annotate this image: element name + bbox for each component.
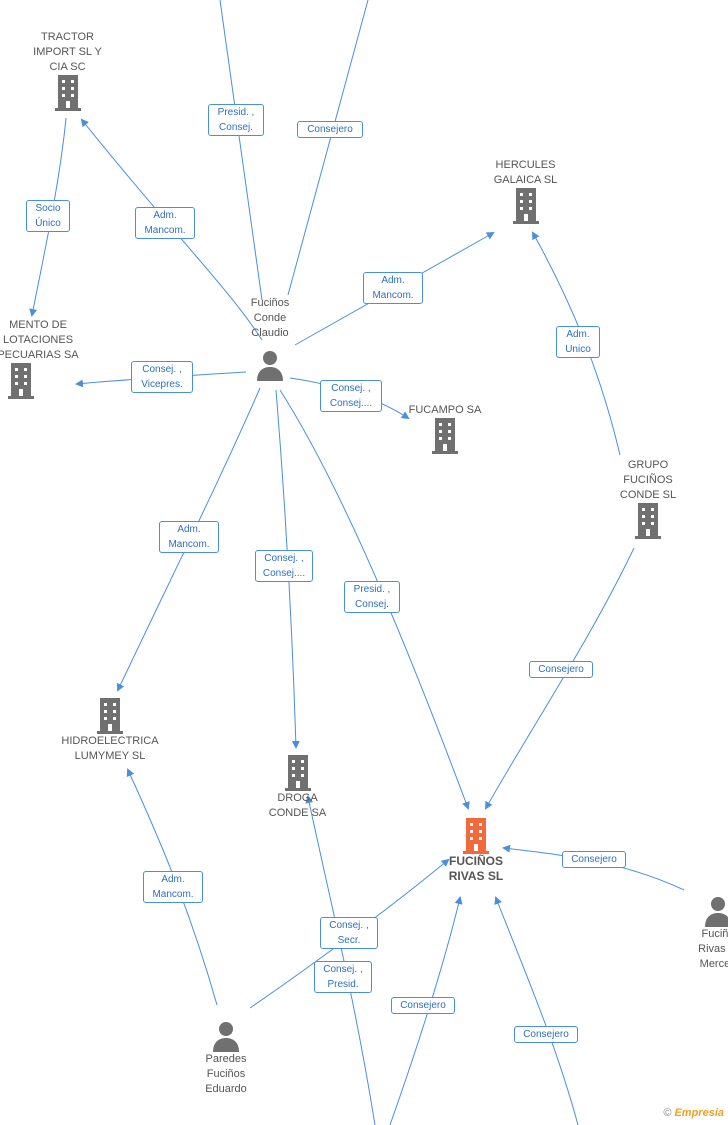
edge-grupo-fucinosrivas [485, 547, 635, 810]
relation-consej-consej[interactable]: Consej. , Consej.... [255, 550, 313, 582]
node-hidroelectrica[interactable]: HIDROELECTRICA LUMYMEY SL [55, 698, 165, 764]
relation-consej-consej[interactable]: Consej. , Consej.... [320, 380, 382, 412]
copyright-symbol: © [663, 1107, 672, 1119]
edge-top-right [287, 0, 369, 296]
node-fucinos-rivas-focus[interactable]: FUCIÑOS RIVAS SL [436, 818, 516, 884]
edge-bottom-fucinosrivas-2 [494, 896, 579, 1125]
relation-consejero[interactable]: Consejero [391, 997, 455, 1014]
relation-adm-mancom[interactable]: Adm. Mancom. [159, 521, 219, 553]
relation-consejero[interactable]: Consejero [297, 121, 363, 138]
node-label: MENTO DE LOTACIONES PECUARIAS SA [0, 319, 79, 361]
empresia-logo: ©Empresia [663, 1107, 724, 1119]
relation-socio-unico[interactable]: Socio Único [26, 200, 70, 232]
relation-consejero[interactable]: Consejero [514, 1026, 578, 1043]
building-icon [54, 75, 81, 111]
relation-consej-vicepres[interactable]: Consej. , Vicepres. [131, 361, 193, 393]
person-icon [257, 351, 283, 381]
person-icon [705, 897, 728, 927]
person-icon [213, 1022, 239, 1052]
relation-consej-secr[interactable]: Consej. , Secr. [320, 917, 378, 949]
node-label: GRUPO FUCIÑOS CONDE SL [619, 459, 677, 501]
edge-lines [29, 0, 685, 1125]
building-icon [512, 188, 539, 224]
node-fucinos-conde-claudio[interactable]: Fuciños Conde Claudio [232, 296, 308, 381]
node-label: Paredes Fuciños Eduardo [205, 1053, 247, 1095]
node-label: Fuciño Rivas M Merced [698, 928, 728, 970]
relation-presid-consej[interactable]: Presid. , Consej. [344, 581, 400, 613]
relation-consejero[interactable]: Consejero [529, 661, 593, 678]
building-icon [284, 755, 311, 791]
relation-consej-presid[interactable]: Consej. , Presid. [314, 961, 372, 993]
node-label: HIDROELECTRICA LUMYMEY SL [61, 735, 159, 762]
node-label: FUCAMPO SA [408, 404, 482, 416]
relation-adm-unico[interactable]: Adm. Unico [556, 326, 600, 358]
node-label: FUCIÑOS RIVAS SL [448, 854, 504, 883]
edge-bottom-droga [305, 795, 376, 1125]
node-hercules-galaica[interactable]: HERCULES GALAICA SL [478, 158, 573, 224]
relation-adm-mancom[interactable]: Adm. Mancom. [363, 272, 423, 304]
brand-name: Empresia [674, 1107, 724, 1119]
edge-claudio-tractor [80, 118, 263, 341]
building-icon [8, 363, 34, 399]
node-label: Fuciños Conde Claudio [250, 297, 290, 339]
node-label: DROGA CONDE SA [268, 792, 327, 819]
building-icon [635, 503, 661, 539]
node-label: TRACTOR IMPORT SL Y CIA SC [33, 31, 102, 73]
relation-consejero[interactable]: Consejero [562, 851, 626, 868]
building-icon [432, 418, 458, 454]
node-fucinos-rivas-merce[interactable]: Fuciño Rivas M Merced [680, 895, 728, 972]
node-mento-lotaciones[interactable]: MENTO DE LOTACIONES PECUARIAS SA [0, 318, 88, 399]
relation-adm-mancom[interactable]: Adm. Mancom. [143, 871, 203, 903]
building-icon [97, 698, 123, 734]
node-label: HERCULES GALAICA SL [493, 159, 558, 186]
node-fucampo[interactable]: FUCAMPO SA [400, 403, 490, 454]
relation-presid-consej[interactable]: Presid. , Consej. [208, 104, 264, 136]
node-droga-conde[interactable]: DROGA CONDE SA [255, 755, 340, 821]
node-paredes-fucinos-eduardo[interactable]: Paredes Fuciños Eduardo [188, 1020, 264, 1097]
node-grupo-fucinos-conde[interactable]: GRUPO FUCIÑOS CONDE SL [603, 458, 693, 539]
edge-top-left [219, 0, 263, 301]
building-icon [463, 818, 489, 854]
node-tractor-import[interactable]: TRACTOR IMPORT SL Y CIA SC [20, 30, 115, 111]
relation-adm-mancom[interactable]: Adm. Mancom. [135, 207, 195, 239]
